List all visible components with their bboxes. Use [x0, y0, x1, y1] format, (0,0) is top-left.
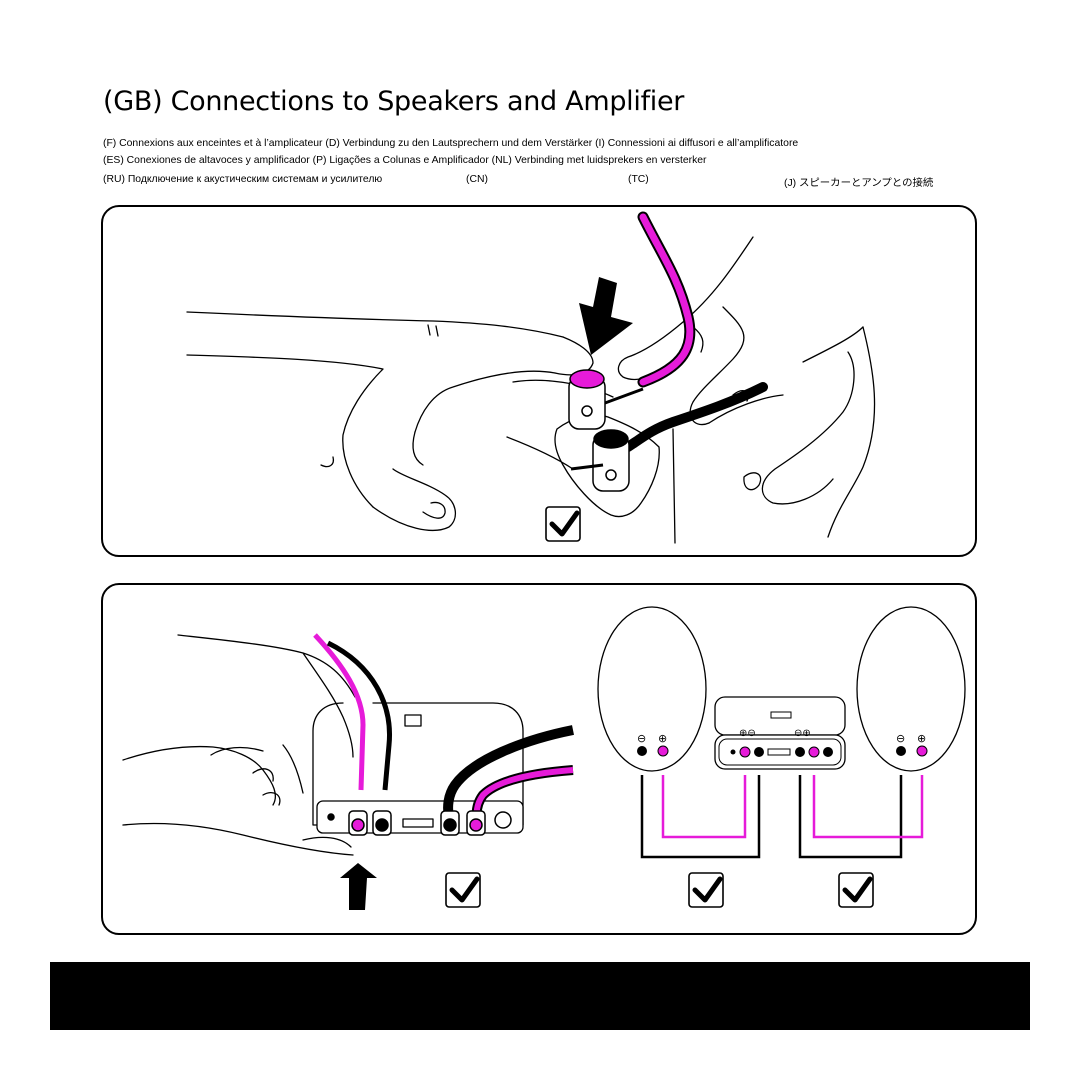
- svg-text:⊖: ⊖: [637, 732, 646, 745]
- language-j: (J) スピーカーとアンプとの接続: [784, 178, 934, 189]
- illustration-panel-amplifier: ⊖ ⊕ ⊖ ⊕ ⊕⊖ ⊖⊕: [101, 583, 977, 935]
- wiring-diagram: [640, 775, 924, 859]
- svg-text:⊖⊕: ⊖⊕: [794, 728, 811, 739]
- black-terminal-post: [570, 429, 630, 492]
- black-cable: [623, 382, 768, 452]
- up-arrow-icon: [340, 863, 377, 910]
- black-speaker-cable: [443, 725, 574, 818]
- svg-text:⊕: ⊕: [658, 732, 667, 745]
- language-ru: (RU) Подключение к акустическим системам…: [103, 174, 383, 185]
- language-tc: (TC): [628, 174, 649, 185]
- black-wire: [326, 640, 392, 791]
- amplifier-label: [402, 818, 434, 828]
- amplifier-illustration: ⊖ ⊕ ⊖ ⊕ ⊕⊖ ⊖⊕: [122, 606, 966, 910]
- page-title: (GB) Connections to Speakers and Amplifi…: [103, 86, 685, 117]
- checkmark-icon: [545, 506, 581, 542]
- amplifier-diagram: ⊕⊖ ⊖⊕: [714, 696, 846, 770]
- languages-line-1: (F) Connexions aux enceintes et à l’ampl…: [103, 138, 799, 149]
- left-speaker-drawing: ⊖ ⊕: [597, 606, 707, 772]
- svg-text:⊖: ⊖: [896, 732, 905, 745]
- upper-hand-drawing: [177, 634, 356, 794]
- checkmark-icon: [688, 872, 724, 908]
- lower-hand-drawing: [122, 745, 354, 856]
- amplifier-window: [404, 714, 422, 727]
- red-cable: [639, 213, 694, 386]
- down-arrow-icon: [579, 277, 633, 355]
- red-terminal-post: [568, 369, 644, 430]
- terminal-plate-drawing: [554, 414, 660, 518]
- illustration-panel-terminal: [101, 205, 977, 557]
- checkmark-icon: [445, 872, 481, 908]
- terminal-illustration: [186, 211, 876, 544]
- red-wire: [313, 633, 366, 791]
- language-cn: (CN): [466, 174, 488, 185]
- svg-text:⊕: ⊕: [917, 732, 926, 745]
- languages-line-2: (ES) Conexiones de altavoces y amplifica…: [103, 155, 707, 166]
- right-speaker-drawing: ⊖ ⊕: [856, 606, 966, 772]
- amplifier-back-panel: [316, 800, 524, 834]
- amplifier-terminals: [327, 810, 512, 836]
- footer-bar: [50, 962, 1030, 1030]
- left-hand-drawing: [186, 311, 614, 532]
- checkmark-icon: [838, 872, 874, 908]
- svg-text:⊕⊖: ⊕⊖: [739, 728, 756, 739]
